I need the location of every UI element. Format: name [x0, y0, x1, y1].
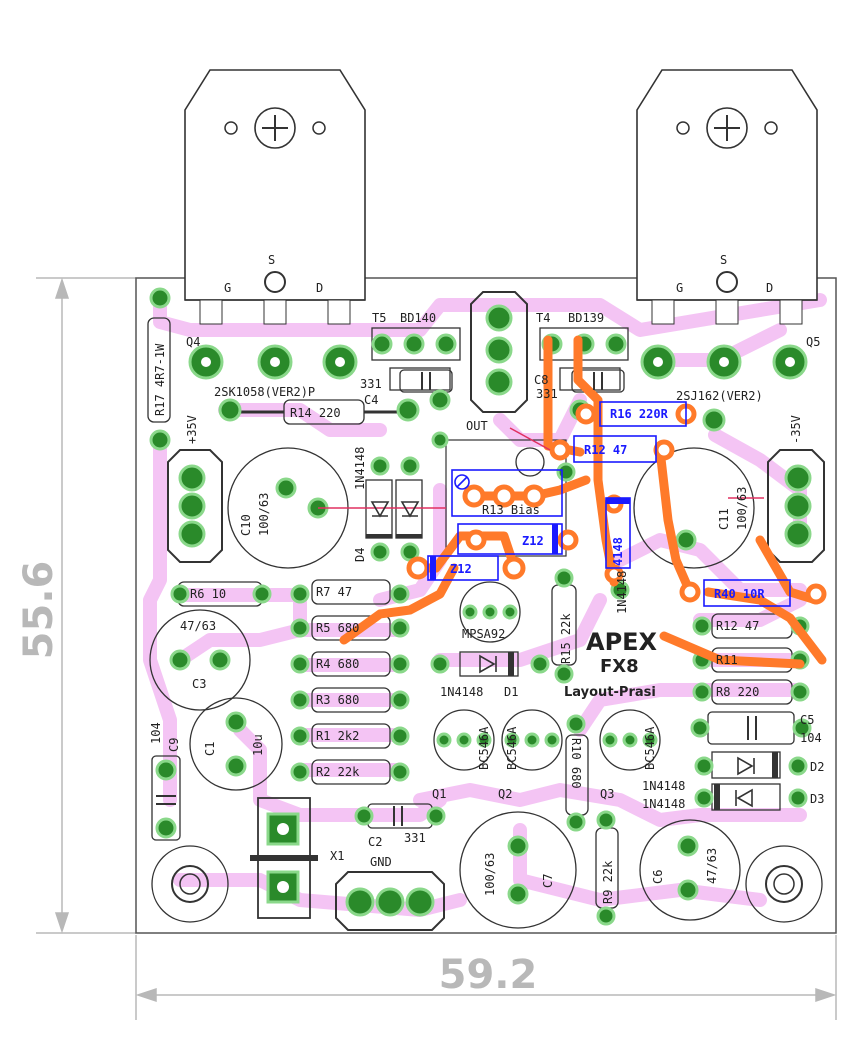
c7-label: C7: [541, 874, 555, 888]
d3-part: 1N4148: [642, 797, 685, 811]
q5-pin-d: D: [766, 281, 773, 295]
q4-package: [184, 69, 366, 325]
board-credit: Layout-Prasi: [564, 685, 656, 700]
q1-part: BC546A: [477, 726, 491, 770]
d1-part: 1N4148: [440, 685, 483, 699]
neg-supply-label: -35V: [789, 415, 803, 444]
r12-label: R12 47: [584, 443, 627, 457]
mount-holes: [171, 865, 803, 903]
c7-value: 100/63: [483, 853, 497, 896]
q5-pin-g: G: [676, 281, 683, 295]
r1-label: R1 2k2: [316, 729, 359, 743]
q4-pin-s: S: [268, 253, 275, 267]
top-jumper-pads: [406, 403, 827, 605]
board-model: FX8: [600, 656, 639, 677]
out-label: OUT: [466, 419, 488, 433]
d1-label: D1: [504, 685, 518, 699]
q4-part: 2SK1058(VER2)P: [214, 385, 315, 399]
c8-value: 331: [536, 387, 558, 401]
d3-label: D3: [810, 792, 824, 806]
c3-label: C3: [192, 677, 206, 691]
c11-value: 100/63: [735, 487, 749, 530]
c1-value: 10u: [251, 734, 265, 756]
pos-supply-label: +35V: [185, 415, 199, 444]
x1-label: X1: [330, 849, 344, 863]
c5-label: C5: [800, 713, 814, 727]
c2-label: C2: [368, 835, 382, 849]
r10-label: R10 680: [569, 738, 583, 789]
q5-part: 2SJ162(VER2): [676, 389, 763, 403]
c10-value: 100/63: [257, 493, 271, 536]
t5-part: BD140: [400, 311, 436, 325]
c10-label: C10: [239, 514, 253, 536]
r4-label: R4 680: [316, 657, 359, 671]
r12b-label: R12 47: [716, 619, 759, 633]
t5-label: T5: [372, 311, 386, 325]
q4-pin-g: G: [224, 281, 231, 295]
c11-label: C11: [717, 508, 731, 530]
d4-part: 1N4148: [353, 447, 367, 490]
r11-label: R11: [716, 653, 738, 667]
q1-label: Q1: [432, 787, 446, 801]
width-dimension: 59.2: [439, 952, 538, 998]
wire-links: [318, 427, 764, 509]
c4-value: 331: [360, 377, 382, 391]
t4-label: T4: [536, 311, 550, 325]
r15-label: R15 22k: [559, 613, 573, 664]
q5-pin-s: S: [720, 253, 727, 267]
r8-label: R8 220: [716, 685, 759, 699]
c1-label: C1: [203, 742, 217, 756]
c9-value: 104: [149, 722, 163, 744]
q6-part: MPSA92: [462, 627, 505, 641]
pad-holes: [201, 357, 795, 893]
c3-value: 47/63: [180, 619, 216, 633]
r3-label: R3 680: [316, 693, 359, 707]
r9-label: R9 22k: [601, 860, 615, 904]
diode-bands: [366, 534, 778, 810]
height-dimension: 55.6: [16, 561, 62, 660]
r13-label: R13 Bias: [482, 503, 540, 517]
q2-label: Q2: [498, 787, 512, 801]
q2-part: BC546A: [505, 726, 519, 770]
r16-label: R16 220R: [610, 407, 669, 421]
c9-label: C9: [167, 738, 181, 752]
r17-label: R17 4R7-1W: [153, 343, 167, 416]
q3-part: BC546A: [643, 726, 657, 770]
q5-package: [636, 69, 818, 325]
blue-overlay-bars: [430, 498, 630, 580]
zv-label: 4148: [611, 537, 625, 566]
d2-label: D2: [810, 760, 824, 774]
c8-label: C8: [534, 373, 548, 387]
c5-value: 104: [800, 731, 822, 745]
cap-symbols: [156, 372, 757, 826]
c4-label: C4: [364, 393, 378, 407]
r7-label: R7 47: [316, 585, 352, 599]
r40-label: R40 10R: [714, 587, 765, 601]
r6-label: R6 10: [190, 587, 226, 601]
c2-value: 331: [404, 831, 426, 845]
t4-part: BD139: [568, 311, 604, 325]
q3-label: Q3: [600, 787, 614, 801]
z2-label: Z12: [522, 534, 544, 548]
q4-label: Q4: [186, 335, 200, 349]
c6-value: 47/63: [705, 848, 719, 884]
gnd-label: GND: [370, 855, 392, 869]
dimension-lines: [36, 277, 837, 1020]
c6-label: C6: [651, 870, 665, 884]
d4-label: D4: [353, 548, 367, 562]
z1-label: Z12: [450, 562, 472, 576]
board-title: APEX: [586, 628, 658, 656]
d2-part: 1N4148: [642, 779, 685, 793]
q4-pin-d: D: [316, 281, 323, 295]
r2-label: R2 22k: [316, 765, 360, 779]
r5-label: R5 680: [316, 621, 359, 635]
diode-symbols: [370, 501, 755, 808]
d5-part: 1N4148: [615, 571, 629, 614]
q5-label: Q5: [806, 335, 820, 349]
blue-overlays: [427, 401, 791, 607]
r14-label: R14 220: [290, 406, 341, 420]
pads: [149, 287, 812, 926]
